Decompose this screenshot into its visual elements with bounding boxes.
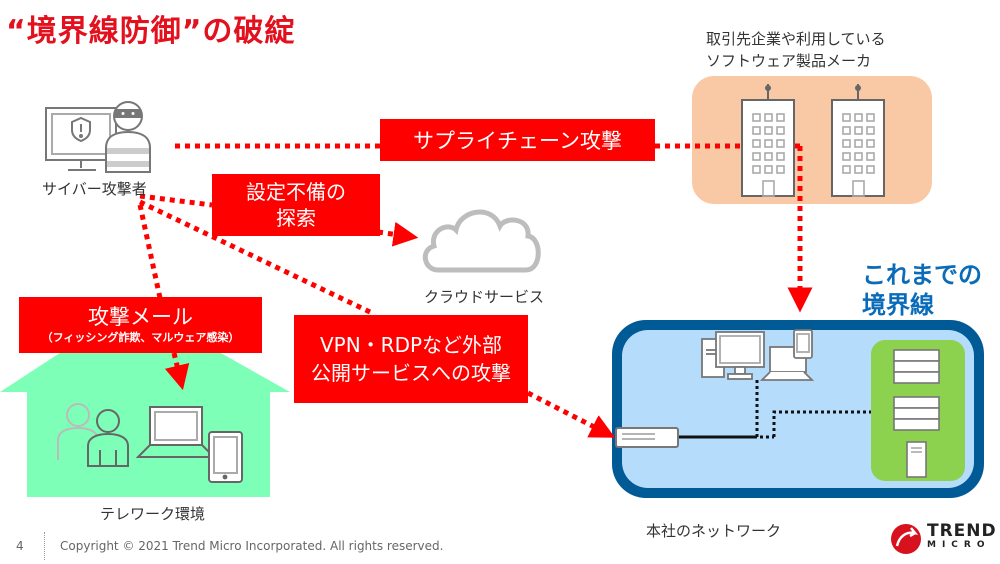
path-to-phishing	[137, 204, 163, 299]
hq-network-label: 本社のネットワーク	[646, 522, 782, 540]
attacker-label: サイバー攻撃者	[42, 180, 147, 198]
hq-desktop-icon	[701, 331, 765, 380]
path-vpn-to-gateway	[526, 390, 616, 438]
partners-label-line2: ソフトウェア製品メーカ	[706, 52, 872, 70]
logo-trend-text: TREND	[927, 521, 997, 541]
link-servers-dotted	[772, 410, 871, 437]
cloud-icon	[422, 209, 541, 273]
partners-label: 取引先企業や利用している ソフトウェア製品メーカ	[706, 28, 886, 72]
partner-zone	[692, 76, 932, 204]
server-rack-icon-1	[893, 349, 940, 384]
attack-label-phishing-title: 攻撃メール	[88, 305, 193, 329]
telework-tablet-icon	[208, 431, 243, 483]
partners-label-line1: 取引先企業や利用している	[706, 30, 886, 48]
boundary-label: これまでの 境界線	[862, 260, 982, 320]
attack-label-vpn-line1: VPN・RDPなど外部	[319, 333, 503, 357]
server-rack-icon-2	[893, 396, 940, 431]
path-misconfig-2	[377, 221, 419, 247]
telework-label: テレワーク環境	[100, 505, 206, 523]
attack-label-misconfig-line2: 探索	[276, 206, 316, 230]
link-clients-dotted	[755, 380, 774, 439]
logo-micro-text: MICRO	[927, 540, 991, 550]
path-phishing-to-pc	[164, 352, 190, 391]
network-links	[678, 380, 871, 439]
attack-label-phishing-sub: （フィッシング詐欺、マルウェア感染）	[41, 331, 240, 344]
path-to-vpn	[138, 199, 372, 315]
attack-label-misconfig: 設定不備の 探索	[212, 174, 380, 236]
attack-label-vpn-rdp: VPN・RDPなど外部 公開サービスへの攻撃	[294, 315, 528, 403]
slide-title: “境界線防御”の破綻	[6, 14, 296, 49]
trend-micro-logo-icon	[891, 524, 921, 554]
telework-users-icon	[57, 403, 129, 467]
copyright-notice: Copyright © 2021 Trend Micro Incorporate…	[60, 539, 444, 553]
boundary-label-line1: これまでの	[862, 261, 982, 289]
boundary-label-line2: 境界線	[862, 291, 934, 319]
attack-label-vpn-line2: 公開サービスへの攻撃	[311, 361, 511, 385]
attack-label-misconfig-line1: 設定不備の	[246, 180, 346, 204]
telework-house	[0, 330, 290, 497]
path-misconfig-1	[139, 193, 213, 208]
building-icon-2	[831, 84, 885, 197]
hq-smartphone-icon	[793, 329, 813, 359]
cloud-label: クラウドサービス	[424, 288, 545, 306]
building-icon-1	[741, 84, 795, 197]
telework-laptop-icon	[135, 406, 217, 458]
attacker-icon	[45, 101, 151, 173]
trend-micro-logo: TREND MICRO	[927, 522, 997, 551]
attack-label-phishing: 攻撃メール （フィッシング詐欺、マルウェア感染）	[19, 297, 262, 353]
attack-label-supply-chain: サプライチェーン攻撃	[380, 119, 655, 161]
tower-server-icon	[906, 441, 927, 478]
attack-label-supply-chain-text: サプライチェーン攻撃	[413, 129, 622, 153]
footer-divider	[44, 532, 45, 560]
gateway-icon	[615, 427, 679, 448]
page-number: 4	[16, 539, 24, 553]
